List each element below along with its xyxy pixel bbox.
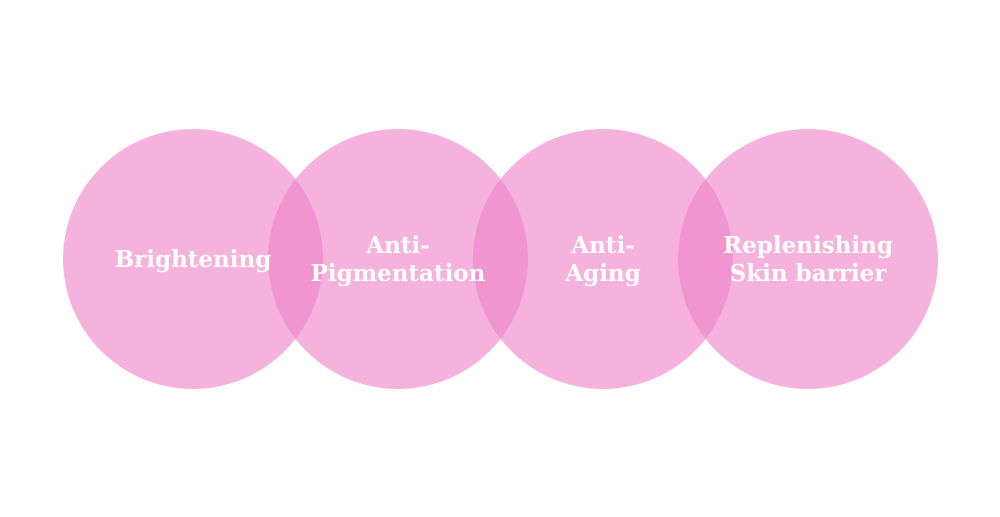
- circle-label-line: Anti-: [570, 232, 634, 259]
- circle-label-line: Aging: [564, 260, 640, 287]
- circle-label-line: Anti-: [365, 232, 429, 259]
- circle-label-line: Replenishing: [723, 232, 893, 259]
- labels-layer: BrighteningAnti-PigmentationAnti-AgingRe…: [115, 232, 893, 287]
- circle-3: [473, 129, 733, 389]
- circle-label-line: Skin barrier: [730, 260, 888, 287]
- circle-label-line: Brightening: [115, 246, 272, 273]
- circle-1: [63, 129, 323, 389]
- circles-layer: [63, 129, 938, 389]
- circle-label-1: Brightening: [115, 246, 272, 273]
- circle-label-2: Anti-Pigmentation: [311, 232, 486, 287]
- circle-4: [678, 129, 938, 389]
- circle-2: [268, 129, 528, 389]
- circle-label-line: Pigmentation: [311, 260, 486, 287]
- circle-label-3: Anti-Aging: [564, 232, 640, 287]
